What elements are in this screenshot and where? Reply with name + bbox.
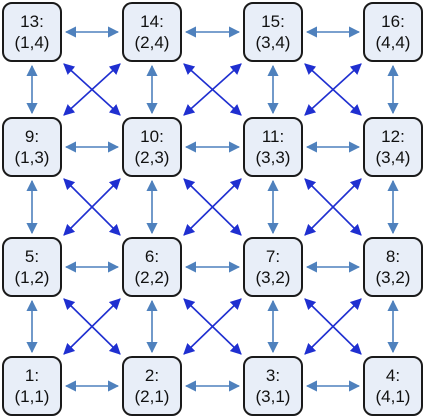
node-4-id: 4: — [385, 366, 401, 385]
node-8: 8: (3,2) — [363, 237, 423, 297]
diagonal-edge — [304, 63, 362, 116]
node-14-coord: (2,4) — [134, 33, 170, 52]
node-10-coord: (2,3) — [134, 148, 170, 167]
node-1-coord: (1,1) — [14, 387, 50, 406]
diagonal-edge — [183, 298, 242, 355]
node-13-id: 13: — [20, 12, 44, 31]
node-15: 15: (3,4) — [243, 2, 303, 62]
node-14: 14: (2,4) — [122, 2, 182, 62]
node-12-id: 12: — [381, 127, 405, 146]
node-13-coord: (1,4) — [14, 33, 50, 52]
node-2-id: 2: — [144, 366, 160, 385]
node-7: 7: (3,2) — [243, 237, 303, 297]
node-2: 2: (2,1) — [122, 356, 182, 416]
node-9-coord: (1,3) — [14, 148, 50, 167]
diagonal-edge — [63, 178, 121, 236]
node-7-coord: (3,2) — [255, 268, 291, 287]
diagonal-edge — [304, 178, 362, 236]
node-8-coord: (3,2) — [375, 268, 411, 287]
node-5-id: 5: — [24, 247, 40, 266]
diagonal-edge — [63, 298, 121, 355]
node-12: 12: (3,4) — [363, 117, 423, 177]
node-9: 9: (1,3) — [2, 117, 62, 177]
node-11: 11: (3,3) — [243, 117, 303, 177]
node-12-coord: (3,4) — [375, 148, 411, 167]
node-5: 5: (1,2) — [2, 237, 62, 297]
diagonal-edge — [183, 178, 242, 236]
diagonal-edge — [63, 63, 121, 116]
node-16: 16: (4,4) — [363, 2, 423, 62]
node-16-coord: (4,4) — [375, 33, 411, 52]
node-4-coord: (4,1) — [375, 387, 411, 406]
node-3-id: 3: — [265, 366, 281, 385]
node-15-id: 15: — [261, 12, 285, 31]
diagonal-edge — [183, 63, 242, 116]
node-10: 10: (2,3) — [122, 117, 182, 177]
node-11-coord: (3,3) — [255, 148, 291, 167]
node-5-coord: (1,2) — [14, 268, 50, 287]
node-7-id: 7: — [265, 247, 281, 266]
node-6-coord: (2,2) — [134, 268, 170, 287]
node-15-coord: (3,4) — [255, 33, 291, 52]
diagonal-edge — [304, 298, 362, 355]
node-13: 13: (1,4) — [2, 2, 62, 62]
node-1-id: 1: — [24, 366, 40, 385]
node-10-id: 10: — [140, 127, 164, 146]
node-4: 4: (4,1) — [363, 356, 423, 416]
node-2-coord: (2,1) — [134, 387, 170, 406]
node-8-id: 8: — [385, 247, 401, 266]
node-14-id: 14: — [140, 12, 164, 31]
node-1: 1: (1,1) — [2, 356, 62, 416]
node-11-id: 11: — [261, 127, 285, 146]
node-6-id: 6: — [144, 247, 160, 266]
node-6: 6: (2,2) — [122, 237, 182, 297]
node-16-id: 16: — [381, 12, 405, 31]
node-3: 3: (3,1) — [243, 356, 303, 416]
node-3-coord: (3,1) — [255, 387, 291, 406]
node-9-id: 9: — [24, 127, 40, 146]
